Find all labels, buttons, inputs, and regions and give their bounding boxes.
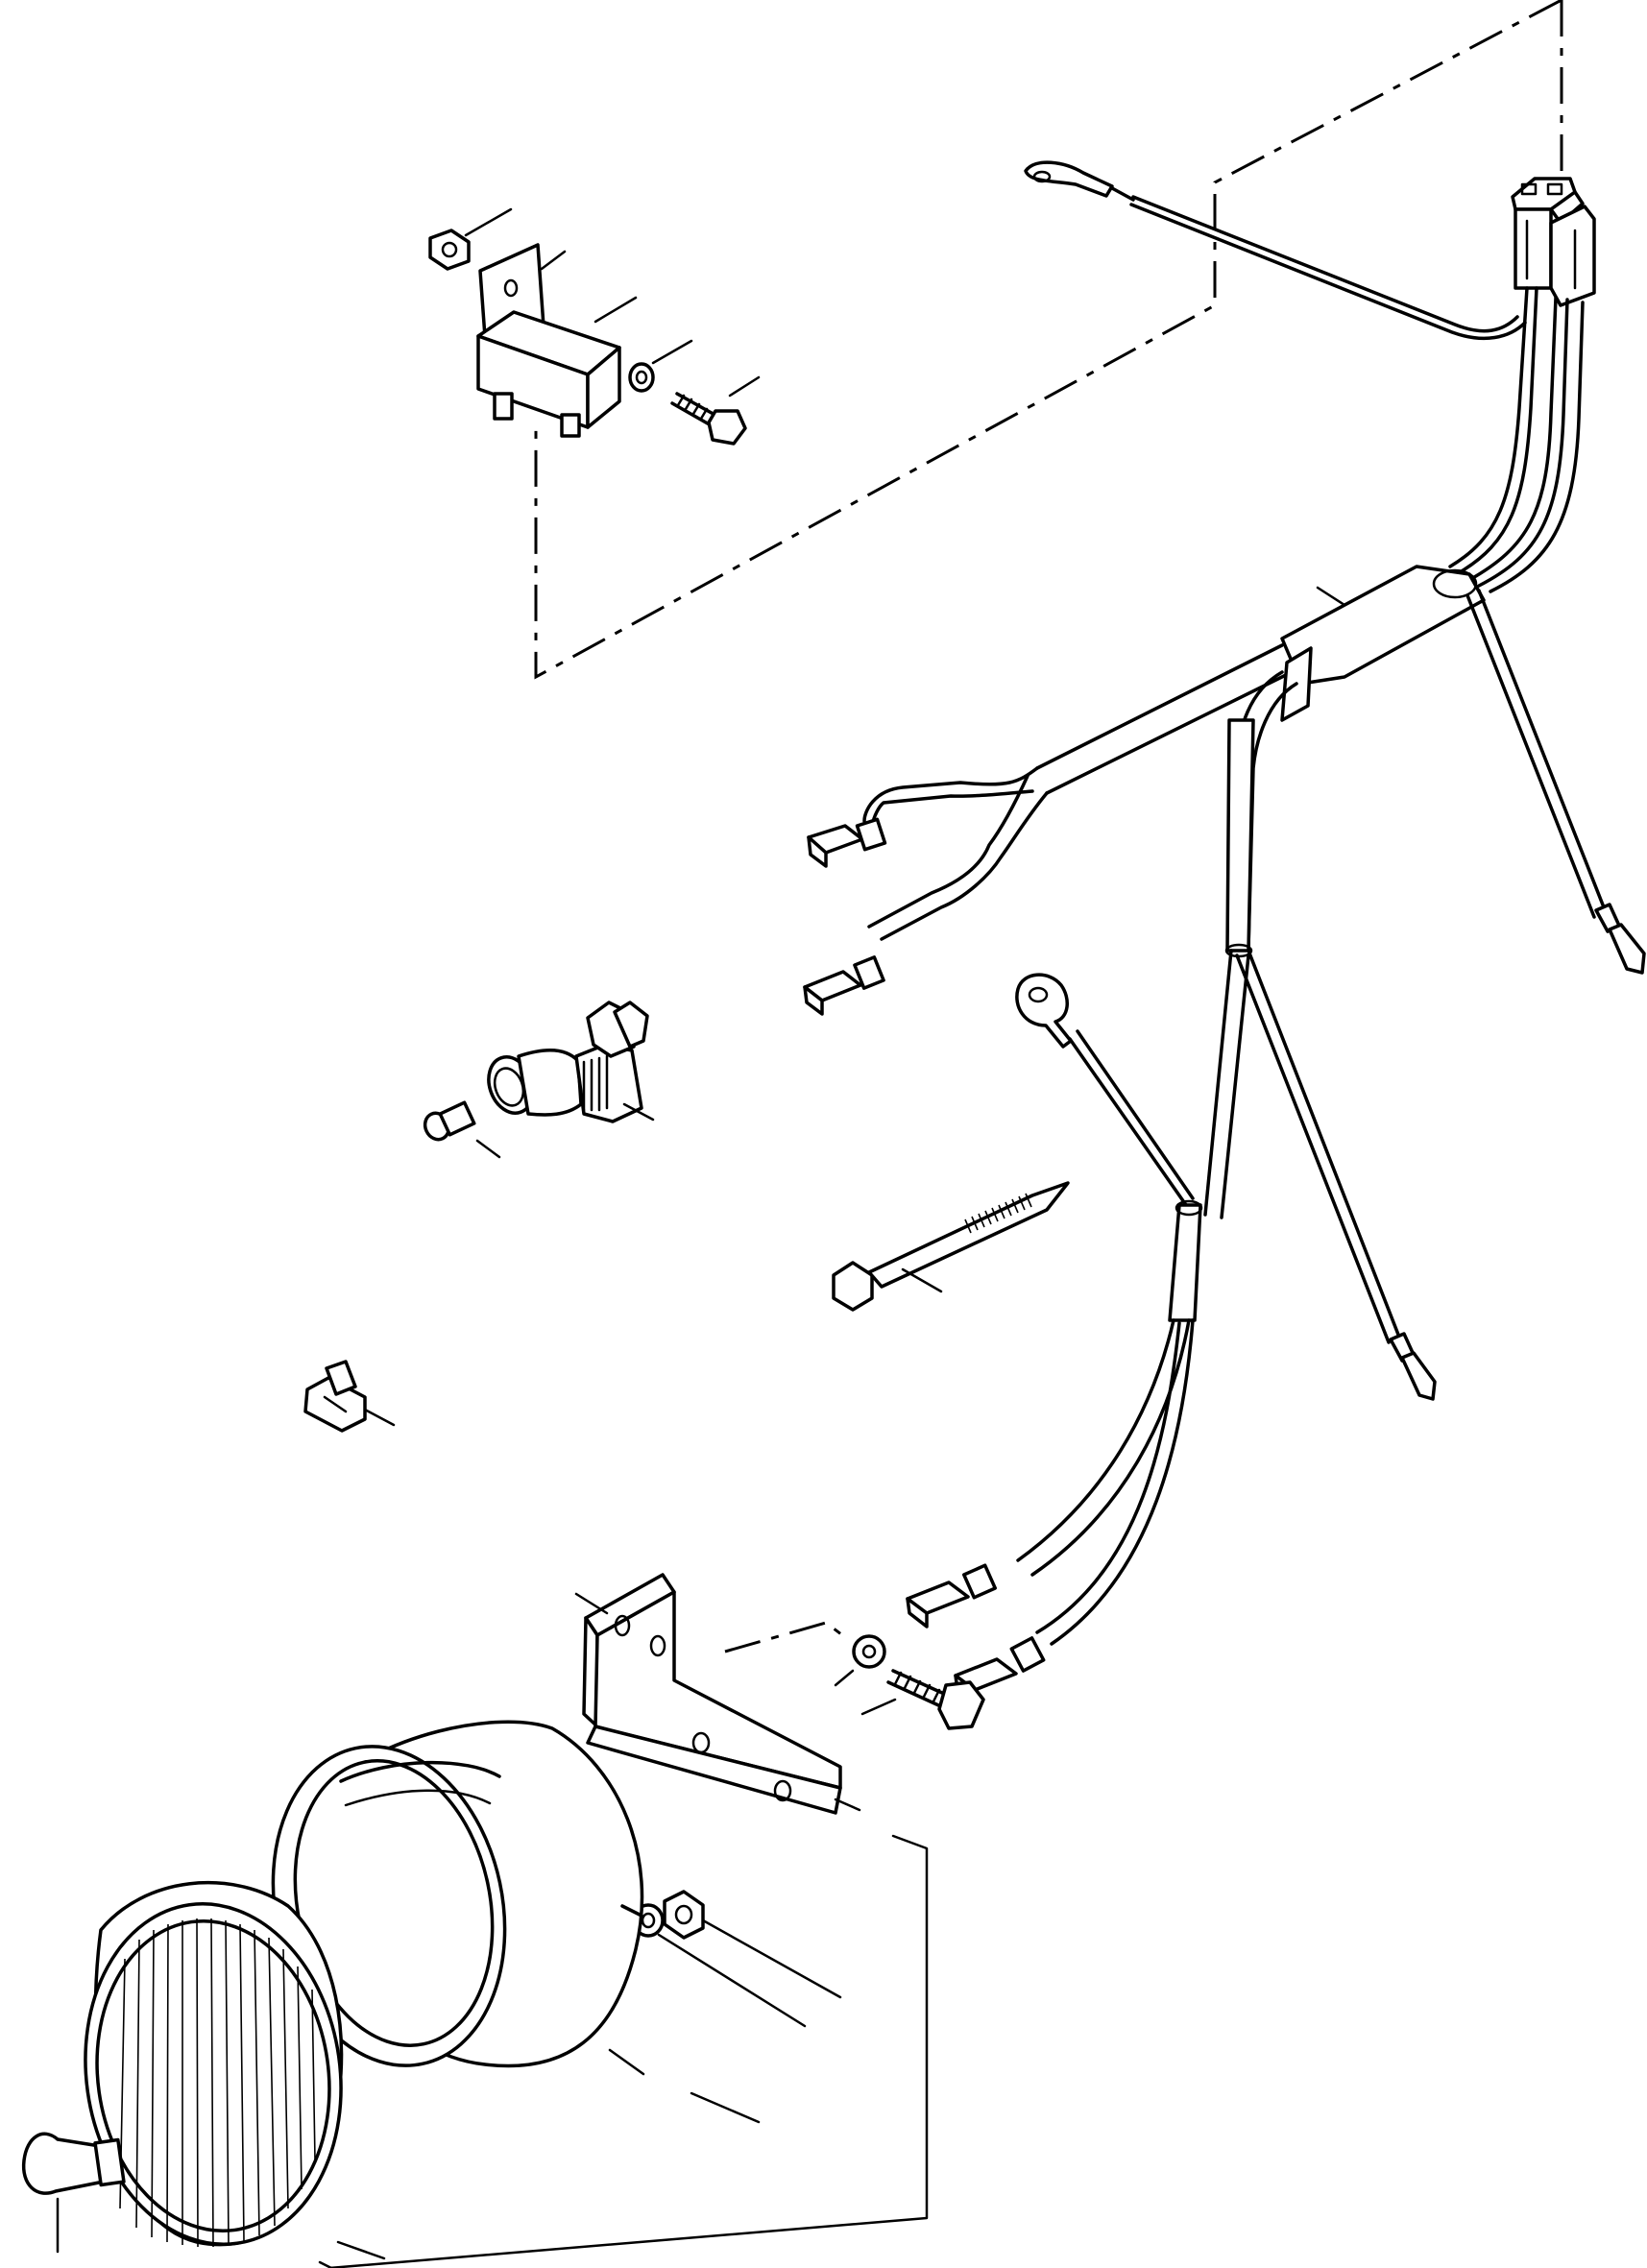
lamp-bracket <box>574 1573 861 1815</box>
lamp-nut <box>663 1890 842 1999</box>
lamp-washer <box>632 1903 807 2028</box>
push-pull-switch <box>487 1001 655 1123</box>
relay-connector <box>1511 177 1596 307</box>
ring-terminal-middle <box>1015 973 1073 1049</box>
flat-terminal-3 <box>906 1563 998 1629</box>
relay-assembly <box>428 207 761 446</box>
relay-bolt <box>670 392 747 446</box>
assembly-reference-lines <box>534 0 1563 1653</box>
lamp-bulb <box>21 2132 126 2254</box>
relay <box>476 310 621 438</box>
flat-terminal-2 <box>803 955 885 1016</box>
ring-terminal-top <box>1024 160 1135 202</box>
relay-nut <box>428 229 471 271</box>
wire-clip <box>303 1360 396 1433</box>
lamp-assembly-brackets <box>318 1834 929 2268</box>
relay-lock-washer <box>628 362 655 393</box>
bracket-lock-washer <box>834 1634 886 1687</box>
flat-terminal-1 <box>807 817 887 868</box>
indicator-bulb <box>423 1100 501 1159</box>
relay-leader-lines <box>464 207 761 398</box>
wiring-harness <box>803 160 1646 1705</box>
cable-tie <box>832 1181 1070 1312</box>
bracket-bolt <box>860 1669 985 1730</box>
